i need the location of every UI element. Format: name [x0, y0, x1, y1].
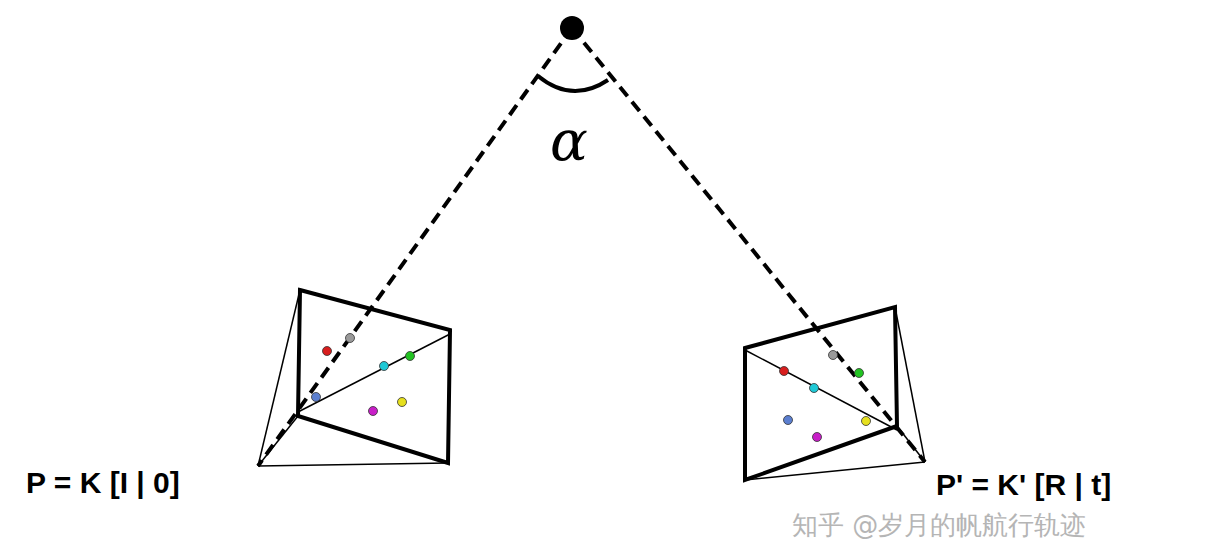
- right-ray: [572, 28, 925, 462]
- left-projection-label: P = K [I | 0]: [26, 466, 180, 500]
- angle-arc: [538, 76, 608, 91]
- right-camera: [745, 307, 925, 480]
- right-projection-label: P' = K' [R | t]: [936, 468, 1111, 502]
- watermark: 知乎 @岁月的帆航行轨迹: [792, 508, 1086, 543]
- left-camera: [258, 290, 450, 466]
- angle-label: α: [550, 108, 588, 173]
- left-ray: [258, 28, 572, 466]
